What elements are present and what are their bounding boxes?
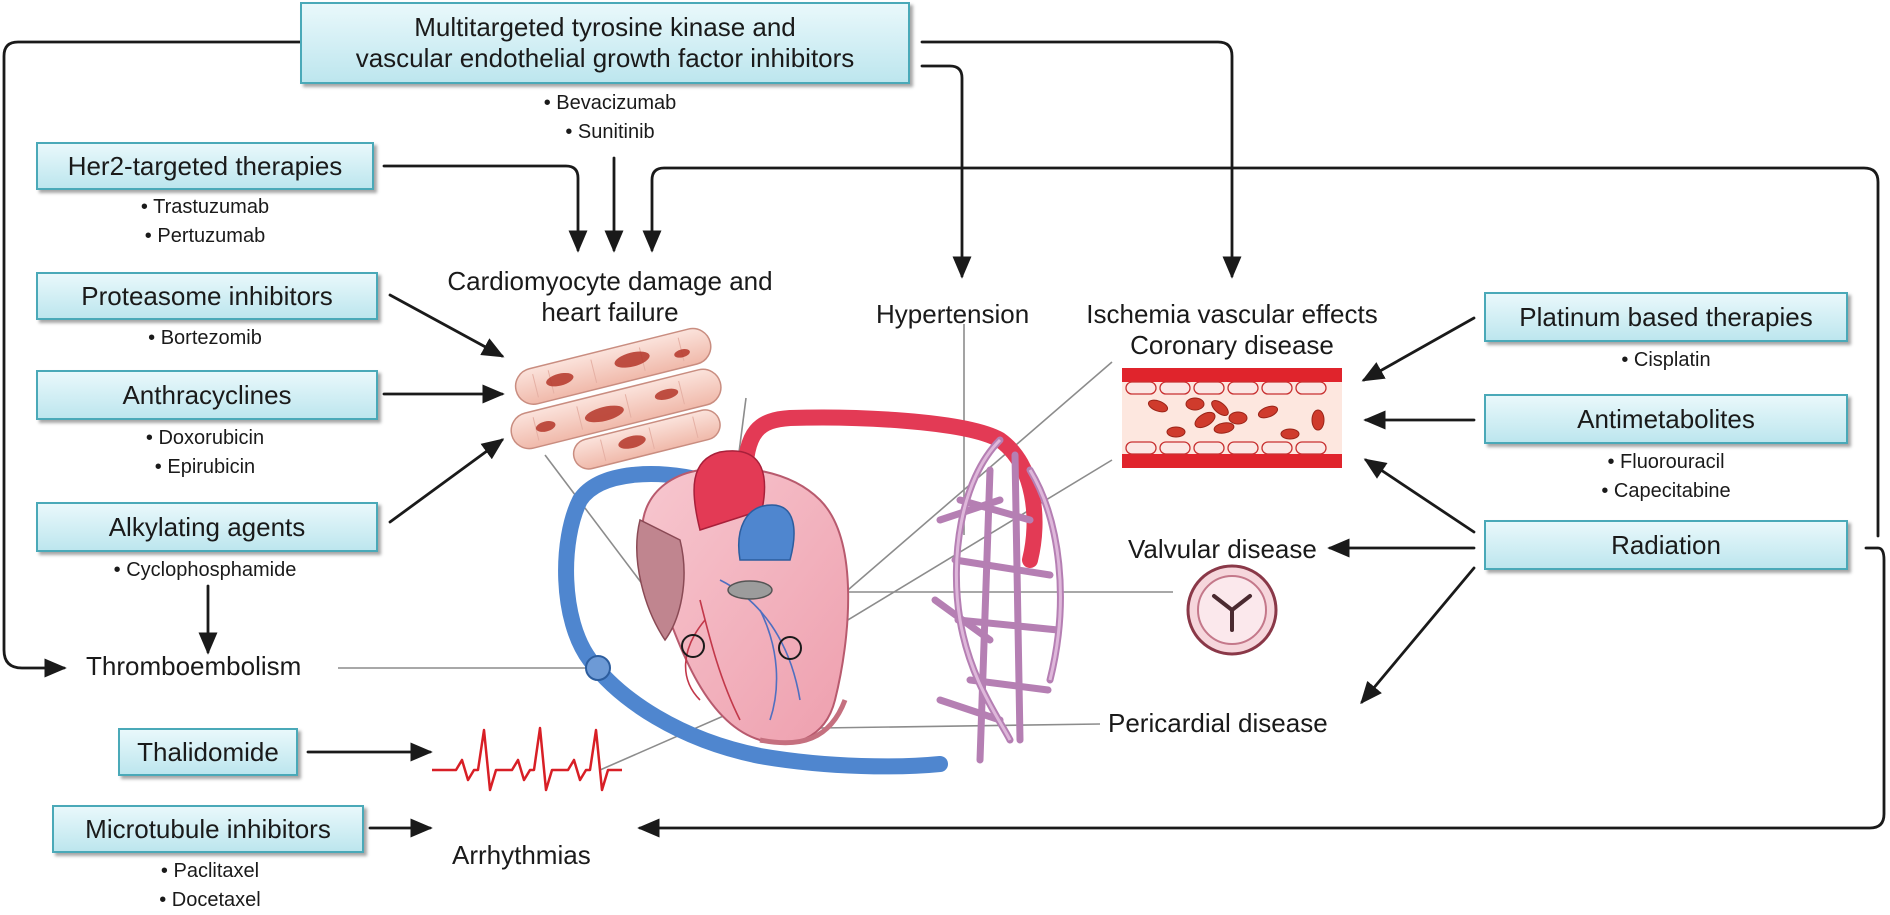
arrow-tki-to-ischemia xyxy=(920,40,1242,279)
ecg-trace-illustration xyxy=(432,726,622,792)
her2-drug-list: • Trastuzumab • Pertuzumab xyxy=(105,193,305,251)
drug-doxorubicin: • Doxorubicin xyxy=(145,427,265,449)
cardiomyocyte-line1: Cardiomyocyte damage and xyxy=(447,266,773,296)
antimetabolites-label: Antimetabolites xyxy=(1577,403,1755,434)
tki-vegf-line1: Multitargeted tyrosine kinase and xyxy=(414,12,796,42)
box-antimetabolites: Antimetabolites xyxy=(1484,394,1848,444)
blood-vessel-illustration xyxy=(1122,368,1342,468)
alkylating-drug-list: • Cyclophosphamide xyxy=(70,556,340,585)
heart-valve-illustration xyxy=(1186,564,1278,656)
ischemia-line2: Coronary disease xyxy=(1130,330,1334,360)
drug-capecitabine: • Capecitabine xyxy=(1601,480,1731,502)
arrow-alkylating-to-cardiomyocyte xyxy=(388,438,505,524)
drug-trastuzumab: • Trastuzumab xyxy=(140,196,270,218)
drug-sunitinib: • Sunitinib xyxy=(565,121,655,143)
cardiomyocyte-line2: heart failure xyxy=(541,297,679,327)
anthracyclines-label: Anthracyclines xyxy=(122,379,292,410)
her2-label: Her2-targeted therapies xyxy=(67,150,343,181)
arrow-tki-to-hypertension xyxy=(920,64,972,279)
label-cardiomyocyte-damage: Cardiomyocyte damage and heart failure xyxy=(415,266,805,328)
box-anthracyclines: Anthracyclines xyxy=(36,370,378,420)
arrow-tki-to-thromboembolism xyxy=(2,40,302,678)
cardiomyocyte-illustration xyxy=(510,327,722,470)
alkylating-label: Alkylating agents xyxy=(108,511,306,542)
left-atrium xyxy=(636,518,685,642)
arrows xyxy=(2,40,1886,838)
microtubule-label: Microtubule inhibitors xyxy=(85,813,331,844)
drug-bevacizumab: • Bevacizumab xyxy=(543,92,677,114)
microtubule-drug-list: • Paclitaxel • Docetaxel xyxy=(110,857,310,915)
label-hypertension: Hypertension xyxy=(876,299,1030,329)
label-arrhythmias: Arrhythmias xyxy=(452,840,591,870)
pericardium xyxy=(759,699,848,746)
box-proteasome-inhibitors: Proteasome inhibitors xyxy=(36,272,378,320)
aortic-arch xyxy=(693,450,766,531)
drug-pertuzumab: • Pertuzumab xyxy=(144,225,266,247)
heart-body xyxy=(641,466,850,745)
box-tki-vegf-inhibitors: Multitargeted tyrosine kinase and vascul… xyxy=(300,2,910,84)
antimetabolites-drug-list: • Fluorouracil • Capecitabine xyxy=(1566,448,1766,506)
box-platinum-based-therapies: Platinum based therapies xyxy=(1484,292,1848,342)
drug-cisplatin: • Cisplatin xyxy=(1621,349,1711,371)
box-thalidomide: Thalidomide xyxy=(118,728,298,776)
box-her2-targeted-therapies: Her2-targeted therapies xyxy=(36,142,374,190)
anthracyclines-drug-list: • Doxorubicin • Epirubicin xyxy=(105,424,305,482)
box-radiation: Radiation xyxy=(1484,520,1848,570)
box-alkylating-agents: Alkylating agents xyxy=(36,502,378,552)
proteasome-drug-list: • Bortezomib xyxy=(105,324,305,353)
tki-vegf-line2: vascular endothelial growth factor inhib… xyxy=(355,43,855,73)
tki-vegf-drug-list: • Bevacizumab • Sunitinib xyxy=(500,89,720,147)
arrow-her2-to-cardiomyocyte xyxy=(382,164,588,253)
drug-paclitaxel: • Paclitaxel xyxy=(160,860,260,882)
box-microtubule-inhibitors: Microtubule inhibitors xyxy=(52,805,364,853)
radiation-label: Radiation xyxy=(1611,529,1721,560)
arrow-radiation-to-ischemia xyxy=(1363,458,1476,534)
thalidomide-label: Thalidomide xyxy=(137,736,279,767)
aorta-loop xyxy=(737,409,1043,568)
platinum-label: Platinum based therapies xyxy=(1519,301,1813,332)
label-ischemia-coronary: Ischemia vascular effects Coronary disea… xyxy=(1062,299,1402,361)
arrow-platinum-to-ischemia xyxy=(1361,316,1476,382)
label-valvular-disease: Valvular disease xyxy=(1128,534,1317,564)
heart-illustration xyxy=(558,409,1064,775)
label-pericardial-disease: Pericardial disease xyxy=(1108,708,1328,738)
drug-cyclophosphamide: • Cyclophosphamide xyxy=(113,559,297,581)
drug-epirubicin: • Epirubicin xyxy=(154,456,256,478)
arrow-radiation-to-pericardial xyxy=(1360,566,1476,705)
arrow-proteasome-to-cardiomyocyte xyxy=(388,293,505,358)
capillary-network xyxy=(931,436,1064,764)
leader-pericardial xyxy=(819,723,1101,729)
arrow-radiation-to-cardiomyocyte xyxy=(642,166,1880,538)
drug-fluorouracil: • Fluorouracil xyxy=(1607,451,1725,473)
drug-docetaxel: • Docetaxel xyxy=(159,889,261,911)
pulmonary-trunk xyxy=(738,504,795,561)
proteasome-label: Proteasome inhibitors xyxy=(81,280,333,311)
arrow-radiation-to-arrhythmias xyxy=(637,546,1886,838)
platinum-drug-list: • Cisplatin xyxy=(1566,346,1766,375)
drug-bortezomib: • Bortezomib xyxy=(148,327,262,349)
label-thromboembolism: Thromboembolism xyxy=(86,651,302,681)
ischemia-line1: Ischemia vascular effects xyxy=(1086,299,1378,329)
